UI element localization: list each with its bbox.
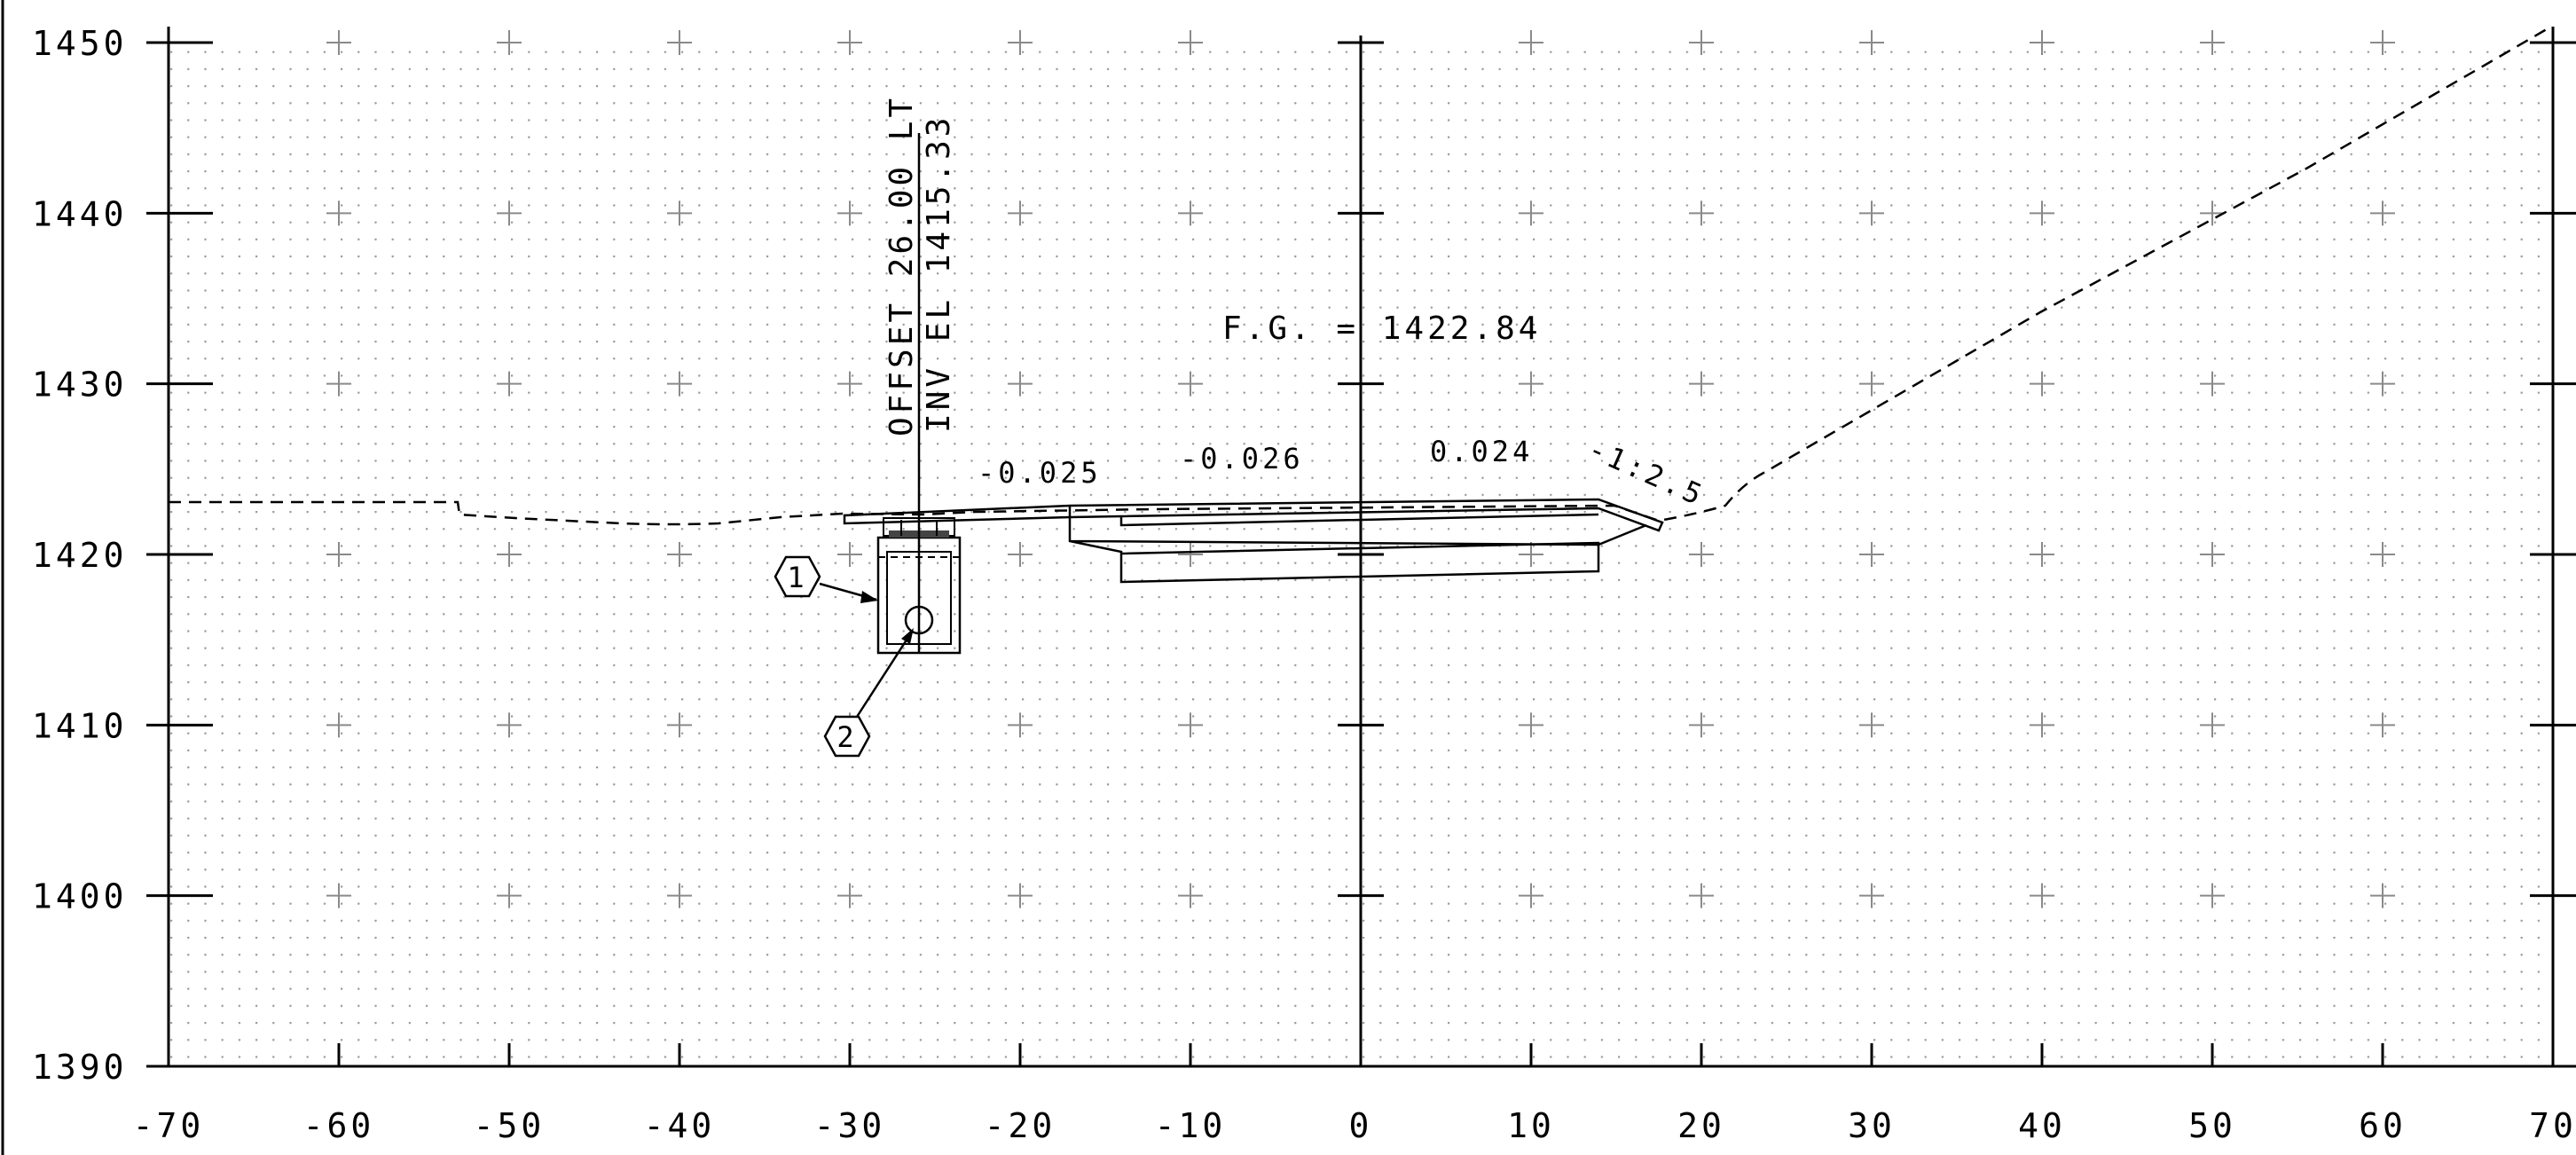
y-tick-label: 1420 <box>32 536 128 575</box>
x-tick-label: -70 <box>133 1106 205 1145</box>
y-tick-label: 1410 <box>32 706 128 745</box>
pavement-section <box>1068 506 1647 584</box>
callout-1-number: 1 <box>787 561 807 594</box>
y-tick-label: 1430 <box>32 365 128 405</box>
x-tick-label: -20 <box>985 1106 1056 1145</box>
callout-1 <box>774 555 878 603</box>
x-tick-label: -50 <box>474 1106 546 1145</box>
x-tick-label: 40 <box>2018 1106 2066 1145</box>
slope-label-1: -0.025 <box>978 456 1102 490</box>
offset-label: OFFSET 26.00 LT <box>884 95 920 436</box>
slope-label-2: -0.026 <box>1180 442 1304 475</box>
x-tick-label: -10 <box>1155 1106 1227 1145</box>
y-tick-label: 1400 <box>32 877 128 916</box>
x-tick-label: 70 <box>2529 1106 2576 1145</box>
y-tick-label: 1390 <box>32 1048 128 1087</box>
callout-2-number: 2 <box>836 720 857 754</box>
y-tick-label: 1450 <box>32 24 128 63</box>
x-tick-label: -60 <box>303 1106 375 1145</box>
x-tick-label: 30 <box>1848 1106 1896 1145</box>
x-tick-label: 0 <box>1349 1106 1373 1145</box>
x-axis-ticks: -70 -60 -50 -40 -30 -20 -10 0 10 20 30 40 50 60 70 <box>133 1043 2576 1145</box>
x-tick-label: 20 <box>1677 1106 1725 1145</box>
finished-grade-label: F.G. = 1422.84 <box>1222 310 1541 347</box>
existing-ground-line <box>169 25 2552 526</box>
y-tick-label: 1440 <box>32 194 128 233</box>
x-tick-label: -30 <box>814 1106 886 1145</box>
x-tick-label: 50 <box>2188 1106 2236 1145</box>
x-tick-label: 60 <box>2359 1106 2407 1145</box>
grid-plus-marks <box>326 30 2395 908</box>
x-tick-label: -40 <box>644 1106 716 1145</box>
x-tick-label: 10 <box>1507 1106 1555 1145</box>
y-axis-ticks: 1450 1440 1430 1420 1410 1400 1390 <box>32 24 2576 1087</box>
invert-elevation-label: INV EL 1415.33 <box>921 114 957 433</box>
slope-label-3: 0.024 <box>1430 435 1533 468</box>
callout-2 <box>823 628 914 758</box>
